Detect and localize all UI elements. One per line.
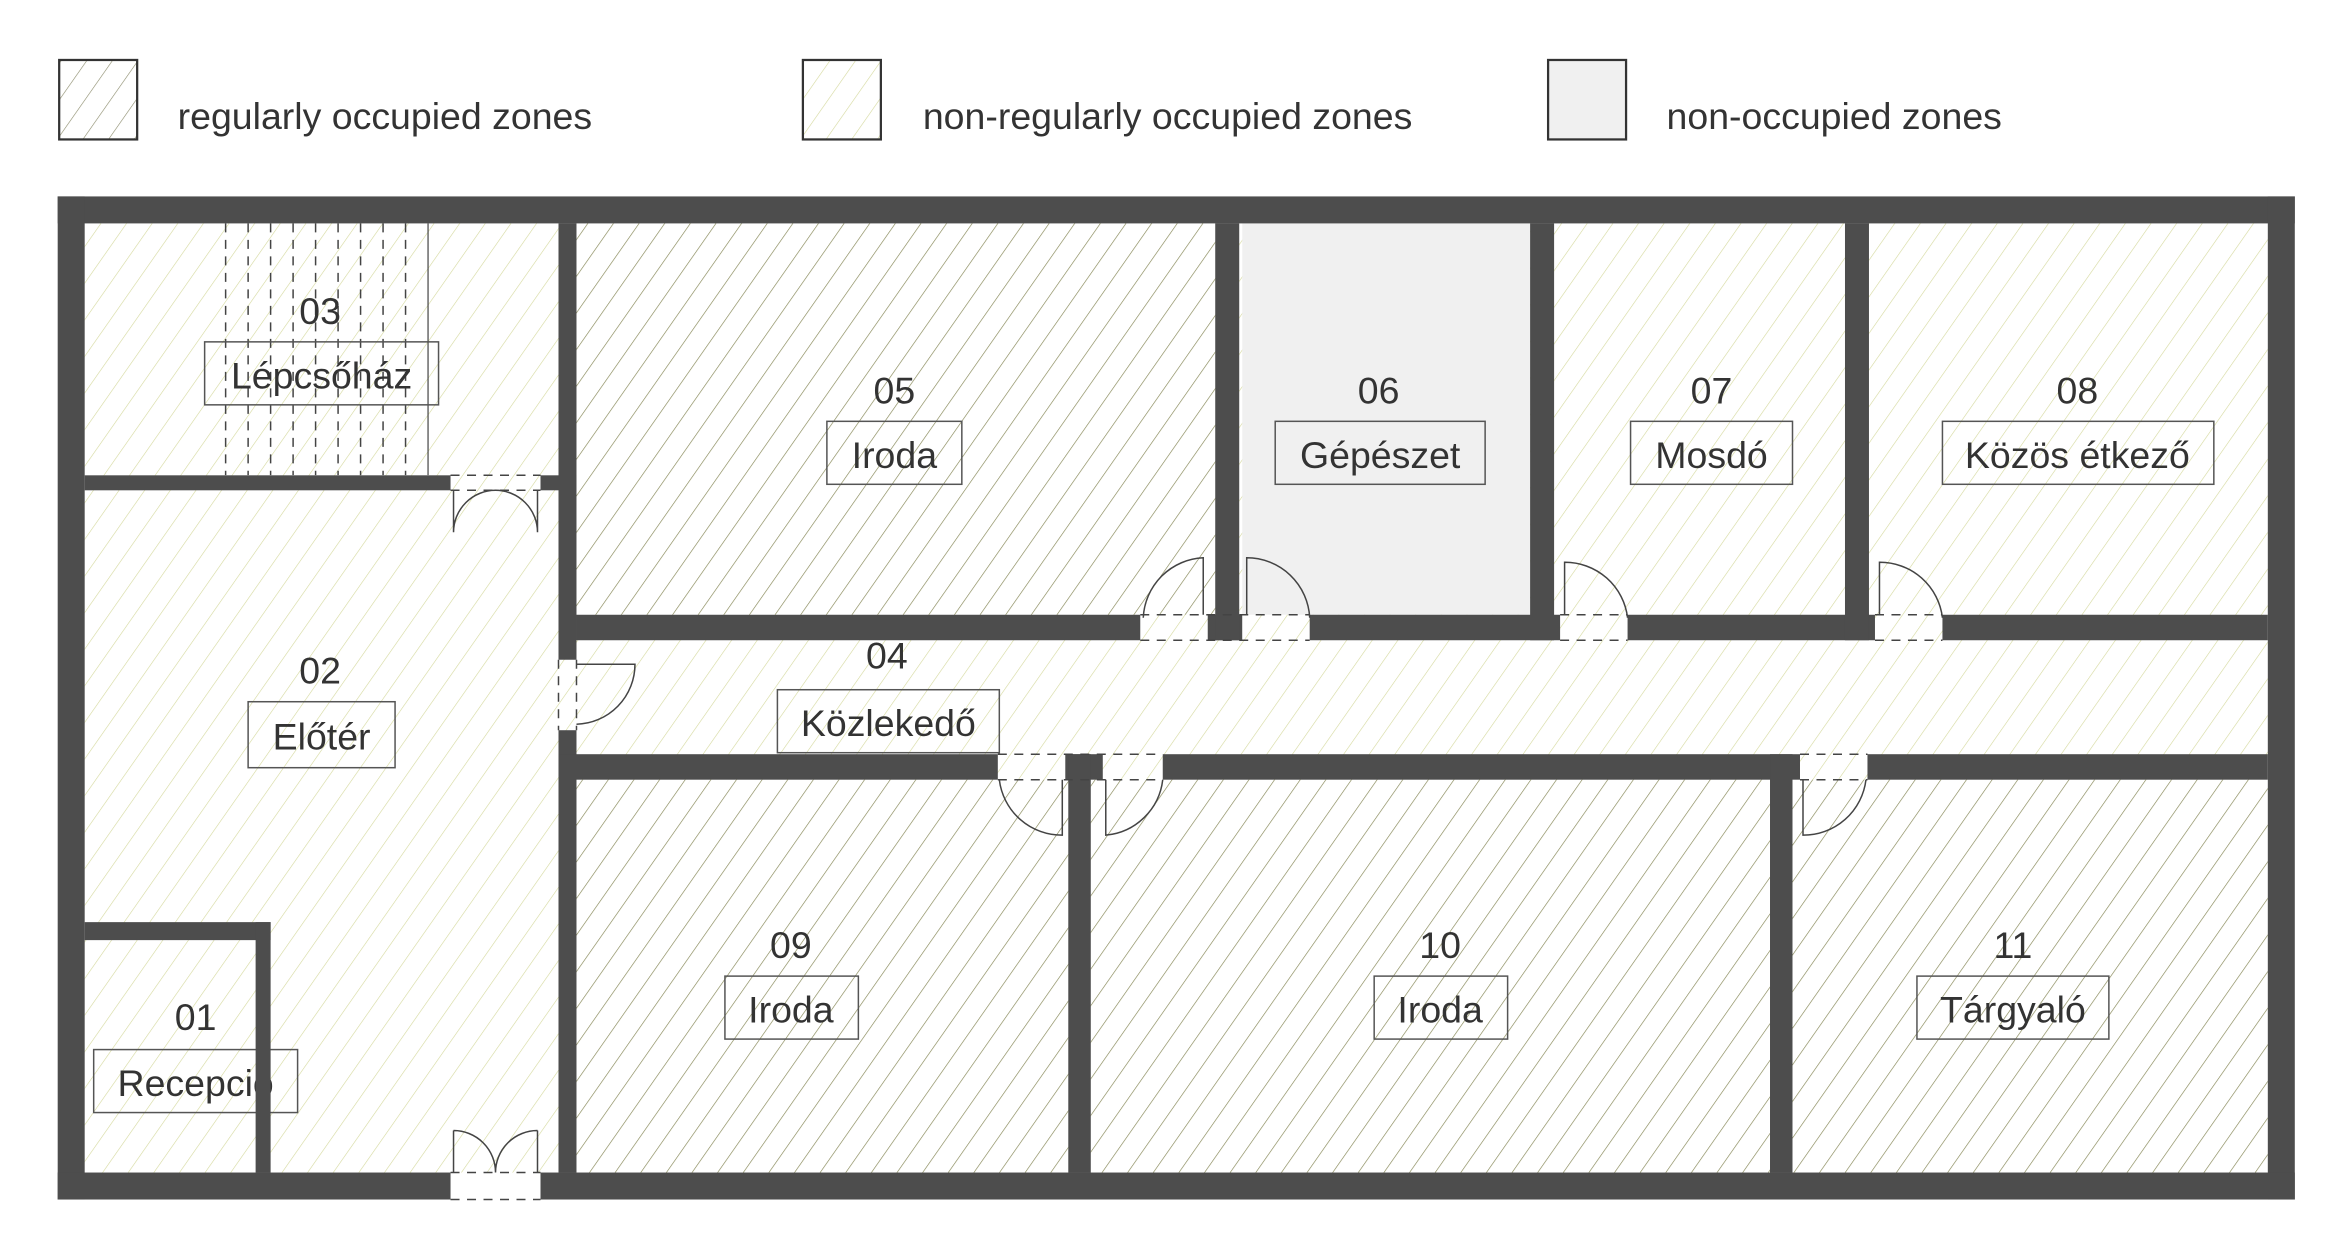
- room-name: Előtér: [273, 716, 371, 758]
- room-number: 11: [1993, 924, 2032, 966]
- legend-label-regular: regularly occupied zones: [178, 95, 592, 137]
- room-name: Közlekedő: [801, 702, 976, 744]
- door-03-02: [450, 474, 541, 533]
- room-number: 08: [2057, 369, 2099, 411]
- legend-label-non-occupied: non-occupied zones: [1667, 95, 2002, 137]
- room-number: 06: [1358, 369, 1400, 411]
- legend-swatch-non-regular: [801, 58, 882, 141]
- door-10: [1105, 779, 1164, 836]
- room-name: Recepció: [118, 1062, 274, 1104]
- room-number: 07: [1691, 369, 1733, 411]
- room-number: 05: [874, 369, 916, 411]
- room-number: 01: [175, 996, 217, 1038]
- room-name: Közös étkező: [1965, 434, 2190, 476]
- zone-room-06: [1242, 223, 1531, 615]
- room-number: 04: [866, 635, 908, 677]
- room-number: 03: [299, 290, 341, 332]
- room-name: Lépcsőház: [231, 354, 412, 396]
- room-number: 10: [1419, 924, 1461, 966]
- door-08: [1878, 561, 1944, 618]
- door-05: [1142, 556, 1204, 618]
- door-06: [1245, 557, 1311, 618]
- legend-label-non-regular: non-regularly occupied zones: [923, 95, 1412, 137]
- walls: [57, 196, 2295, 1200]
- room-name: Iroda: [852, 434, 938, 476]
- door-07: [1563, 561, 1629, 618]
- legend: regularly occupied zones non-regularly o…: [58, 58, 2002, 141]
- room-name: Mosdó: [1655, 434, 1767, 476]
- stairs: [224, 223, 429, 476]
- door-09: [998, 779, 1064, 836]
- room-number: 09: [770, 924, 812, 966]
- door-entrance: [450, 1129, 541, 1201]
- doors: [450, 474, 1944, 1201]
- room-labels: 03 Lépcsőház 02 Előtér 01 Recepció 04 Kö…: [92, 290, 2215, 1114]
- zone-room-05: [576, 223, 1216, 615]
- room-name: Tárgyaló: [1940, 989, 2086, 1031]
- legend-swatch-non-occupied: [1546, 58, 1628, 141]
- room-name: Iroda: [748, 989, 834, 1031]
- door-11: [1802, 779, 1867, 836]
- door-02-04: [557, 659, 636, 731]
- legend-swatch-regular: [58, 58, 139, 141]
- room-number: 02: [299, 650, 341, 692]
- room-name: Iroda: [1397, 989, 1483, 1031]
- room-name: Gépészet: [1300, 434, 1461, 476]
